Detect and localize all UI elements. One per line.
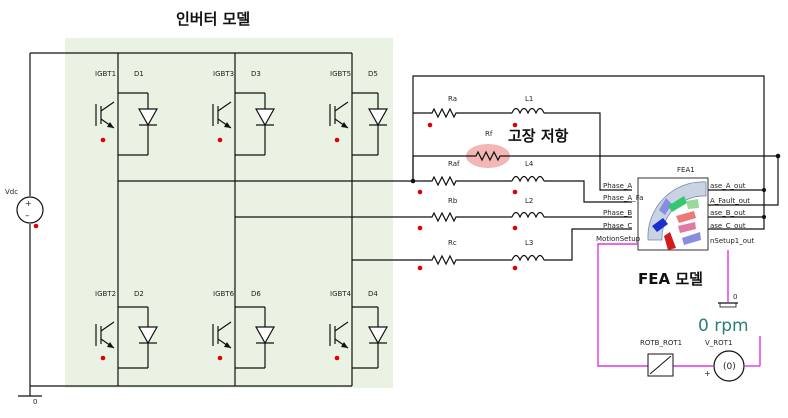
ground-left: 0	[18, 395, 42, 406]
phase-c-out-port: ase_C_out	[710, 222, 746, 230]
motion-setup-wire	[597, 243, 648, 367]
l1-label: L1	[525, 95, 533, 103]
v-rot-source[interactable]	[713, 350, 745, 382]
phase-a-fault-out-port: A_Fault_out	[710, 197, 750, 205]
ra-label: Ra	[448, 95, 457, 103]
motion-setup-port: MotionSetup	[596, 235, 641, 243]
igbt4-label: IGBT4	[330, 290, 352, 298]
rpm-readout: 0 rpm	[698, 316, 749, 336]
resistor-rb[interactable]	[427, 212, 461, 222]
l2-label: L2	[525, 197, 533, 205]
phase-a-fault-port: Phase_A_Fa	[603, 194, 643, 202]
fea1-label: FEA1	[677, 166, 695, 174]
phase-a-port: Phase_A	[603, 182, 632, 190]
svg-text:+: +	[704, 369, 711, 378]
svg-text:(0): (0)	[723, 362, 736, 372]
d2-label: D2	[134, 290, 144, 298]
d6-label: D6	[251, 290, 261, 298]
vrot-label: V_ROT1	[705, 339, 732, 347]
motion-setup-out-port: nSetup1_out	[710, 237, 754, 245]
phase-c-port: Phase_C	[603, 222, 632, 230]
svg-text:0: 0	[33, 398, 37, 406]
motor-cross-section	[647, 181, 707, 250]
svg-text:+: +	[25, 199, 32, 208]
phase-b-out-port: ase_B_out	[710, 209, 746, 217]
inductor-l2[interactable]	[511, 211, 545, 218]
vdc-source[interactable]: + –	[16, 196, 44, 224]
rb-label: Rb	[448, 197, 458, 205]
l4-label: L4	[525, 160, 534, 168]
igbt1-label: IGBT1	[95, 70, 116, 78]
resistor-ra[interactable]	[427, 108, 461, 118]
rc-label: Rc	[448, 239, 457, 247]
inductor-l3[interactable]	[511, 254, 545, 261]
inductor-l4[interactable]	[511, 175, 545, 182]
resistor-raf[interactable]	[427, 176, 461, 186]
phase-b-port: Phase_B	[603, 209, 632, 217]
inverter-title: 인버터 모델	[176, 10, 250, 28]
igbt6-label: IGBT6	[213, 290, 235, 298]
phase-a-out-port: ase_A_out	[710, 182, 746, 190]
l3-label: L3	[525, 239, 533, 247]
svg-text:–: –	[25, 211, 30, 221]
d5-label: D5	[368, 70, 378, 78]
d3-label: D3	[251, 70, 261, 78]
fault-return-wire	[708, 156, 779, 206]
vdc-label: Vdc	[5, 188, 18, 196]
raf-label: Raf	[448, 160, 460, 168]
inverter-background	[65, 38, 393, 388]
phase-a-return-wire	[412, 75, 765, 191]
fea-title: FEA 모델	[638, 270, 703, 288]
inductor-l1[interactable]	[511, 107, 545, 114]
igbt3-label: IGBT3	[213, 70, 234, 78]
resistor-rc[interactable]	[427, 255, 461, 265]
igbt5-label: IGBT5	[330, 70, 351, 78]
gnd-right-label: 0	[733, 293, 737, 301]
fault-title: 고장 저항	[508, 127, 569, 145]
igbt2-label: IGBT2	[95, 290, 116, 298]
rf-label: Rf	[485, 130, 493, 138]
d1-label: D1	[134, 70, 144, 78]
rotb-label: ROTB_ROT1	[640, 339, 682, 347]
d4-label: D4	[368, 290, 378, 298]
